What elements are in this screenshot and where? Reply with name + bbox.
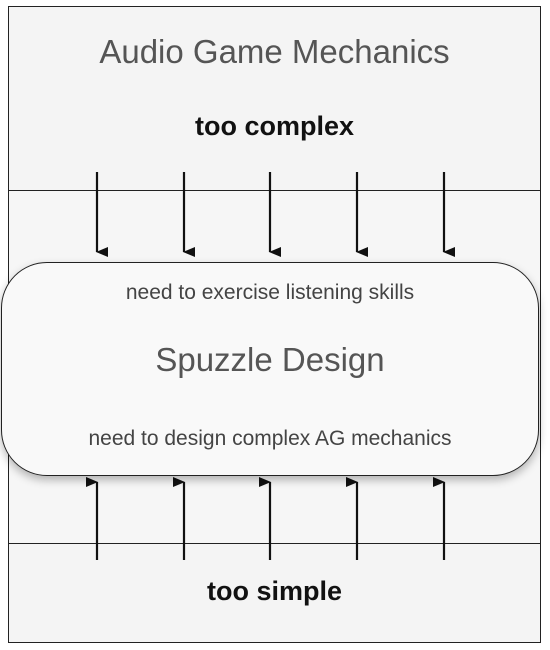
listening-skills-text: need to exercise listening skills	[125, 281, 415, 304]
spuzzle-design-title: Spuzzle Design	[155, 341, 385, 378]
spuzzle-design-box: need to exercise listening skills Spuzzl…	[1, 262, 539, 476]
complex-mechanics-text: need to design complex AG mechanics	[88, 427, 452, 450]
up-arrows-group	[86, 477, 446, 560]
top-band: Audio Game Mechanics too complex	[9, 7, 540, 191]
diagram-title: Audio Game Mechanics	[99, 33, 450, 70]
too-simple-label: too simple	[206, 576, 342, 606]
too-complex-label: too complex	[194, 111, 355, 141]
down-arrows-group	[95, 172, 455, 257]
